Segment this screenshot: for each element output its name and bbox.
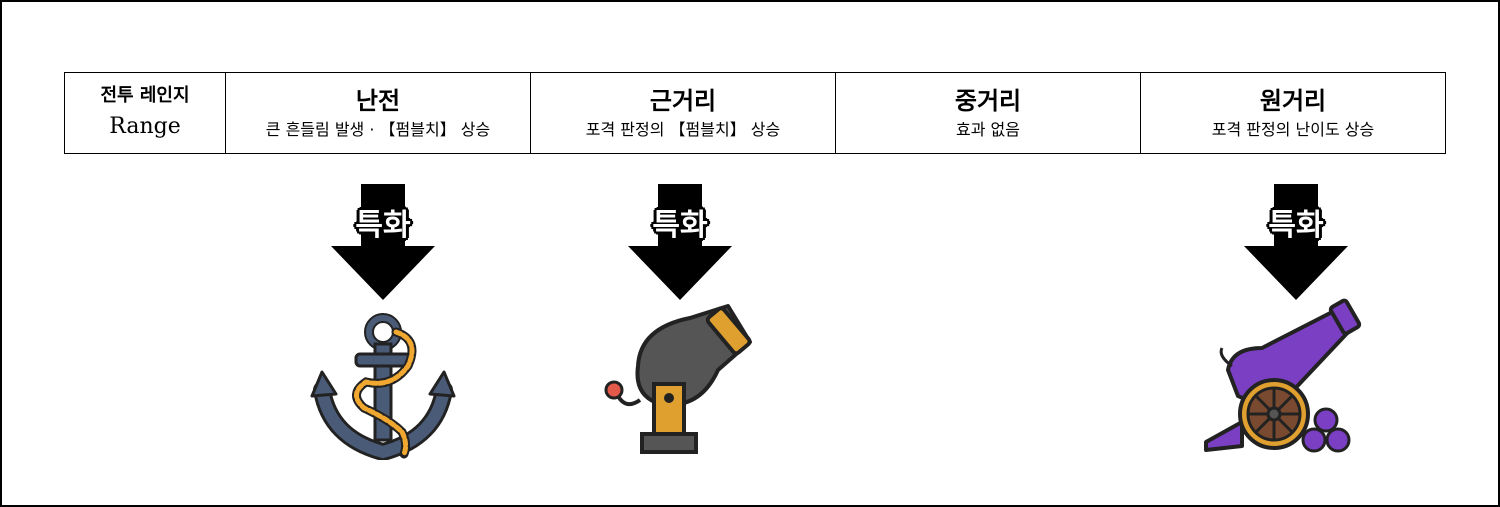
arrow-label-short: 특화 bbox=[652, 208, 708, 243]
range-table: 전투 레인지 Range 난전 큰 흔들림 발생 · 【펌블치】 상승 근거리 … bbox=[64, 72, 1446, 154]
range-header-en: Range bbox=[109, 114, 181, 139]
range-header-cell: 전투 레인지 Range bbox=[64, 72, 226, 154]
range-desc-melee: 큰 흔들림 발생 · 【펌블치】 상승 bbox=[265, 120, 491, 139]
range-title-short: 근거리 bbox=[649, 87, 717, 115]
range-cell-mid: 중거리 효과 없음 bbox=[835, 72, 1141, 154]
down-arrow-icon bbox=[628, 184, 732, 300]
mortar-cannon-icon bbox=[604, 304, 752, 454]
down-arrow-icon bbox=[1244, 184, 1348, 300]
range-title-long: 원거리 bbox=[1259, 87, 1327, 115]
anchor-icon bbox=[310, 313, 456, 460]
range-desc-short: 포격 판정의 【펌블치】 상승 bbox=[585, 120, 781, 139]
arrow-label-long: 특화 bbox=[1268, 208, 1324, 243]
purple-cannon-icon bbox=[1204, 298, 1362, 453]
range-row: 전투 레인지 Range 난전 큰 흔들림 발생 · 【펌블치】 상승 근거리 … bbox=[64, 72, 1446, 154]
arrow-label-melee: 특화 bbox=[355, 208, 411, 243]
specialization-arrow-melee: 특화 bbox=[331, 184, 435, 300]
range-title-mid: 중거리 bbox=[954, 87, 1022, 115]
range-cell-short: 근거리 포격 판정의 【펌블치】 상승 bbox=[530, 72, 836, 154]
range-desc-long: 포격 판정의 난이도 상승 bbox=[1211, 120, 1375, 139]
range-header-ko: 전투 레인지 bbox=[100, 85, 190, 106]
specialization-arrow-long: 특화 bbox=[1244, 184, 1348, 300]
range-cell-long: 원거리 포격 판정의 난이도 상승 bbox=[1140, 72, 1446, 154]
range-desc-mid: 효과 없음 bbox=[956, 120, 1020, 139]
range-cell-melee: 난전 큰 흔들림 발생 · 【펌블치】 상승 bbox=[225, 72, 531, 154]
specialization-arrow-short: 특화 bbox=[628, 184, 732, 300]
range-title-melee: 난전 bbox=[355, 87, 401, 115]
down-arrow-icon bbox=[331, 184, 435, 300]
